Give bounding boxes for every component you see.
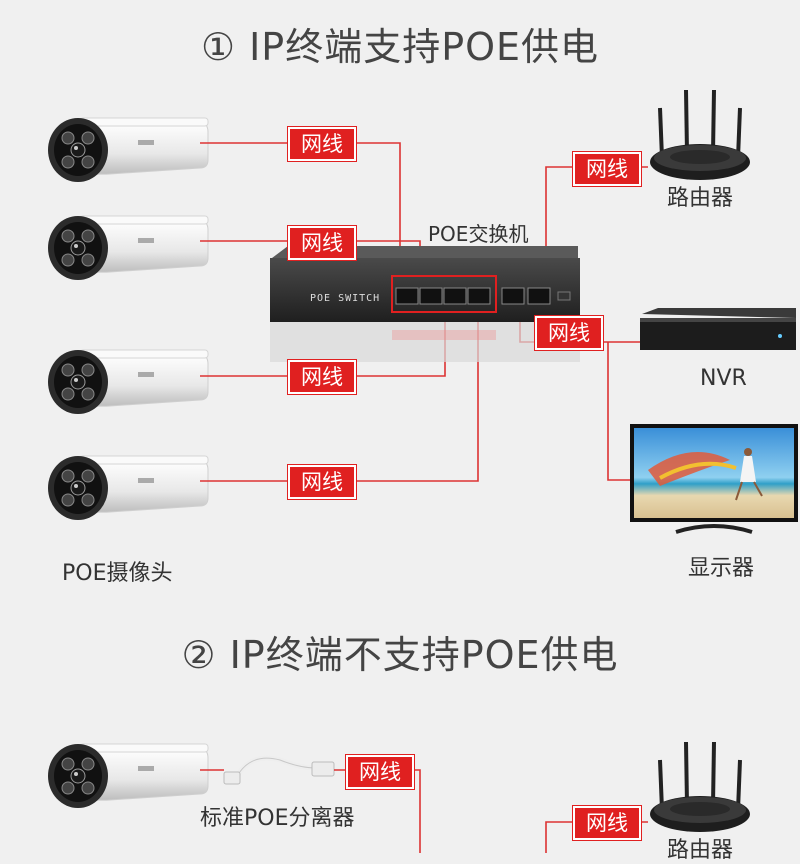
monitor-caption: 显示器 [688,556,755,581]
poe-splitter [223,755,335,785]
cable-tag-router: 网线 [573,152,641,186]
poe-camera-3 [47,349,209,415]
monitor-device [630,424,798,534]
camera-no-poe [47,743,209,809]
cable-tag-camera-3: 网线 [288,360,356,394]
splitter-caption: 标准POE分离器 [200,806,355,831]
nvr-device [640,308,796,350]
monitor-cable [607,342,630,481]
cable-tag-router-2: 网线 [573,806,641,840]
section-1-heading: ① IP终端支持POE供电 [200,25,600,69]
router-caption: 路由器 [667,186,734,211]
switch-label: POE SWITCH [310,293,381,304]
camera-1-cable [200,142,401,287]
section-2-heading: ② IP终端不支持POE供电 [181,633,619,677]
poe-camera-1 [47,117,209,183]
poe-port-highlight [391,275,497,313]
poe-camera-4 [47,455,209,521]
router-2 [648,740,752,834]
switch-caption: POE交换机 [428,222,529,246]
nvr-caption: NVR [700,366,747,391]
cable-tag-camera-4: 网线 [288,465,356,499]
poe-camera-2 [47,215,209,281]
cable-tag-camera-1: 网线 [288,127,356,161]
router-2-caption: 路由器 [667,838,734,863]
cable-tag-nvr: 网线 [535,316,603,350]
poe-switch [270,246,580,362]
cable-tag-camera-2: 网线 [288,226,356,260]
router-1 [648,88,752,182]
camera-caption: POE摄像头 [62,561,173,586]
cable-tag-splitter: 网线 [346,755,414,789]
